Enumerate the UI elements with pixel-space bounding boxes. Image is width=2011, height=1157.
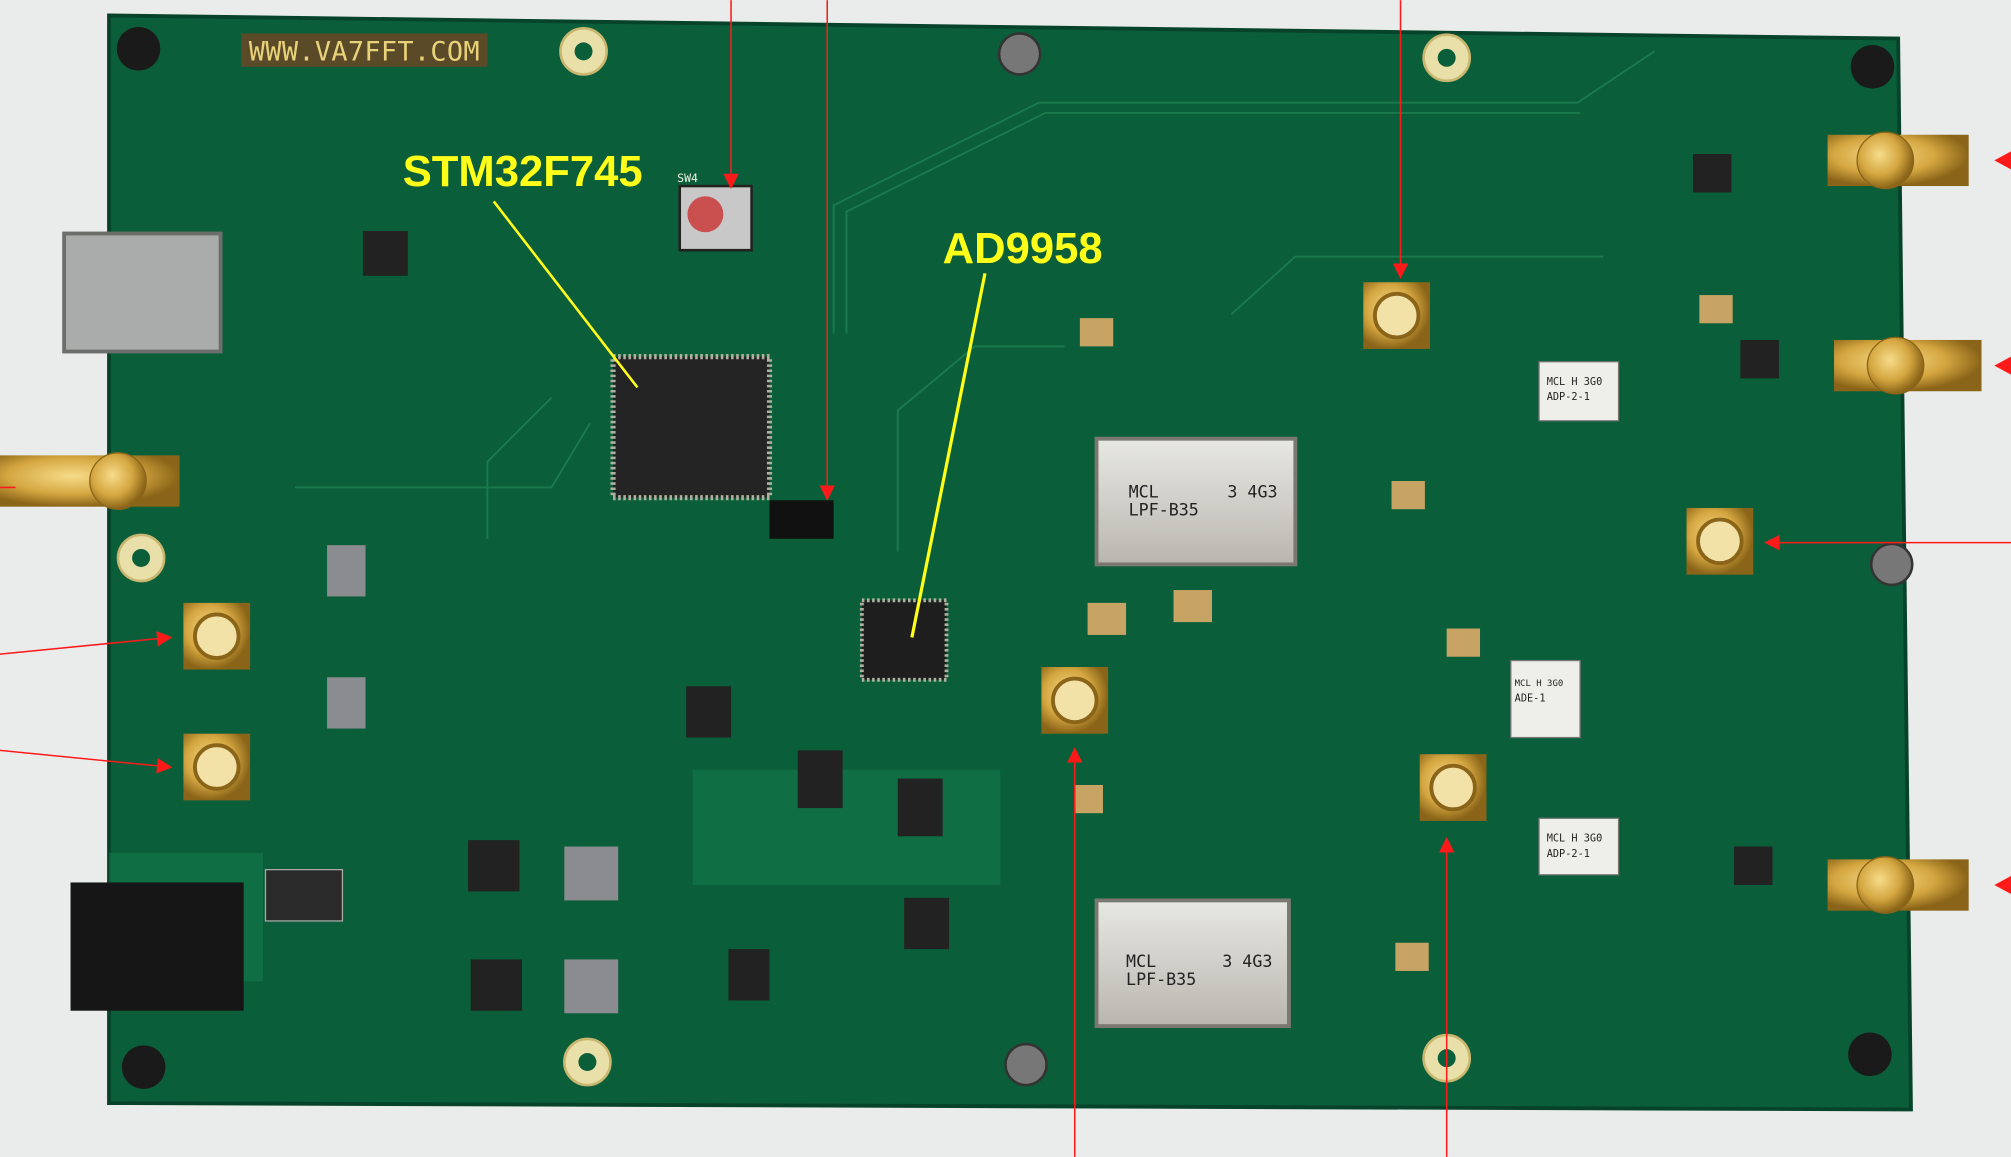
filter-zf1: MCL LPF-B35 3 4G3 [1094, 436, 1298, 567]
svg-text:3 4G3: 3 4G3 [1227, 483, 1277, 502]
svg-text:MCL H 3G0: MCL H 3G0 [1515, 679, 1564, 689]
label-stm32f745: STM32F745 [403, 148, 643, 196]
header-x19 [769, 500, 834, 539]
svg-text:MCL: MCL [1129, 483, 1159, 502]
capacitors [1074, 295, 1733, 971]
mounting-screws [116, 27, 1895, 1089]
pointer-line-dds [910, 272, 987, 638]
svg-text:MCL H 3G0: MCL H 3G0 [1547, 832, 1603, 844]
mixer-t6: MCL H 3G0 ADP-2-1 [1538, 817, 1620, 876]
mixer-da19: MCL H 3G0 ADE-1 [1510, 659, 1581, 739]
svg-text:ADP-2-1: ADP-2-1 [1547, 848, 1590, 860]
board-url: WWW.VA7FFT.COM [249, 36, 480, 67]
mixer-t7: MCL H 3G0 ADP-2-1 [1538, 361, 1620, 422]
inductors [327, 545, 619, 1014]
ground-pour [692, 769, 1001, 886]
filter-zf2: MCL LPF-B35 3 4G3 [1094, 898, 1291, 1029]
dds-chip [859, 598, 949, 682]
fuse [264, 868, 344, 922]
svg-text:ADP-2-1: ADP-2-1 [1547, 391, 1590, 403]
usb-connector [62, 231, 223, 354]
url-plate [241, 33, 488, 67]
silk-sw4: SW4 [677, 171, 698, 185]
small-ics [362, 153, 1779, 1011]
label-ad9958: AD9958 [943, 225, 1103, 273]
standoffs [997, 32, 1914, 1087]
pcb-board [107, 13, 1913, 1112]
dc-jack [70, 882, 244, 1011]
svg-text:MCL H 3G0: MCL H 3G0 [1547, 376, 1603, 388]
svg-text:LPF-B35: LPF-B35 [1129, 501, 1199, 520]
svg-text:MCL: MCL [1126, 952, 1156, 971]
mcu-chip [610, 354, 773, 501]
traces [294, 50, 1655, 552]
svg-text:LPF-B35: LPF-B35 [1126, 970, 1196, 989]
svg-text:ADE-1: ADE-1 [1515, 693, 1546, 705]
pointer-line-mcu [492, 200, 639, 389]
svg-text:3 4G3: 3 4G3 [1222, 952, 1272, 971]
sma-connectors [0, 131, 1982, 914]
red-arrowheads-edge [1994, 151, 2011, 895]
